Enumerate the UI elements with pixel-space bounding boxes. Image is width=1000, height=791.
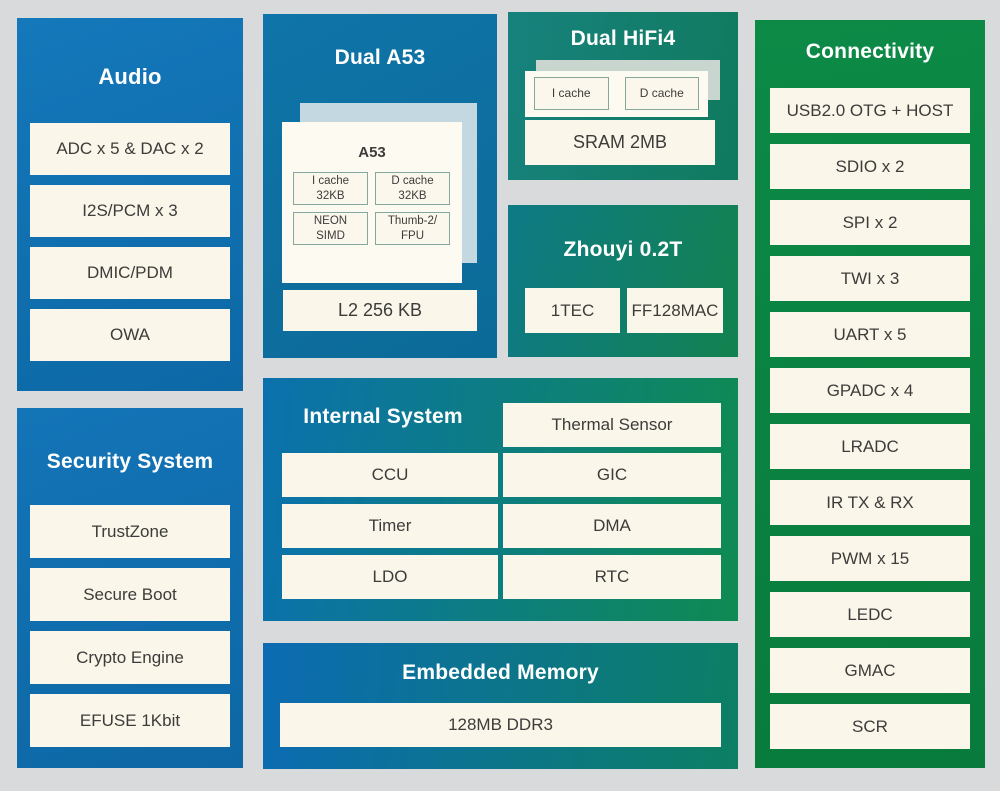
internal-system-title: Internal System <box>303 405 463 428</box>
internal-item: Timer <box>282 504 498 548</box>
dual-a53-block: Dual A53 A53 I cache 32KB D cache 32KB N… <box>263 14 497 358</box>
a53-core-label: A53 <box>358 144 386 161</box>
a53-core-features: I cache 32KB D cache 32KB NEON SIMD Thum… <box>293 172 451 245</box>
neon-line1: NEON <box>313 215 348 228</box>
dual-a53-title: Dual A53 <box>334 46 426 69</box>
internal-item: CCU <box>282 453 498 497</box>
security-item: TrustZone <box>30 505 230 558</box>
zhouyi-npu-block: Zhouyi 0.2T 1TEC FF128MAC <box>508 205 738 357</box>
connectivity-item: PWM x 15 <box>770 536 970 581</box>
connectivity-block: Connectivity USB2.0 OTG + HOST SDIO x 2 … <box>755 20 985 768</box>
a53-dcache-box: D cache 32KB <box>375 172 450 205</box>
embedded-memory-title: Embedded Memory <box>402 661 599 684</box>
security-item: EFUSE 1Kbit <box>30 694 230 747</box>
connectivity-item: TWI x 3 <box>770 256 970 301</box>
embedded-memory-block: Embedded Memory 128MB DDR3 <box>263 643 738 769</box>
internal-system-block: Internal System Thermal Sensor CCU Timer… <box>263 378 738 621</box>
internal-item: RTC <box>503 555 721 599</box>
internal-left-column: CCU Timer LDO <box>282 453 498 599</box>
dual-hifi4-title: Dual HiFi4 <box>570 27 676 50</box>
hifi4-icache-box: I cache <box>534 77 609 110</box>
connectivity-item: SDIO x 2 <box>770 144 970 189</box>
a53-thumb-fpu-box: Thumb-2/ FPU <box>375 212 450 245</box>
zhouyi-title: Zhouyi 0.2T <box>563 238 683 261</box>
connectivity-item: IR TX & RX <box>770 480 970 525</box>
internal-item: LDO <box>282 555 498 599</box>
connectivity-item: SPI x 2 <box>770 200 970 245</box>
hifi4-sram: SRAM 2MB <box>525 120 715 165</box>
icache-line2: 32KB <box>316 189 345 202</box>
security-items: TrustZone Secure Boot Crypto Engine EFUS… <box>30 505 230 747</box>
connectivity-title: Connectivity <box>805 40 935 63</box>
audio-item: I2S/PCM x 3 <box>30 185 230 237</box>
audio-items: ADC x 5 & DAC x 2 I2S/PCM x 3 DMIC/PDM O… <box>30 123 230 361</box>
dcache-line1: D cache <box>391 175 434 188</box>
hifi4-caches: I cache D cache <box>534 77 699 110</box>
hifi4-dcache-box: D cache <box>624 77 699 110</box>
ddr-box: 128MB DDR3 <box>280 703 721 747</box>
icache-line1: I cache <box>311 175 350 188</box>
connectivity-item: GMAC <box>770 648 970 693</box>
audio-block: Audio ADC x 5 & DAC x 2 I2S/PCM x 3 DMIC… <box>17 18 243 391</box>
connectivity-item: SCR <box>770 704 970 749</box>
a53-l2-cache: L2 256 KB <box>283 290 477 331</box>
security-system-block: Security System TrustZone Secure Boot Cr… <box>17 408 243 768</box>
internal-right-column: GIC DMA RTC <box>503 453 721 599</box>
connectivity-item: GPADC x 4 <box>770 368 970 413</box>
thermal-sensor-box: Thermal Sensor <box>503 403 721 447</box>
dual-hifi4-block: Dual HiFi4 I cache D cache SRAM 2MB <box>508 12 738 180</box>
a53-icache-box: I cache 32KB <box>293 172 368 205</box>
zhouyi-mac-box: FF128MAC <box>627 288 723 333</box>
zhouyi-tec-box: 1TEC <box>525 288 620 333</box>
thumb-line2: FPU <box>401 229 424 242</box>
connectivity-item: LEDC <box>770 592 970 637</box>
security-item: Crypto Engine <box>30 631 230 684</box>
connectivity-items: USB2.0 OTG + HOST SDIO x 2 SPI x 2 TWI x… <box>770 88 970 749</box>
thumb-line1: Thumb-2/ <box>387 215 438 228</box>
neon-line2: SIMD <box>316 229 345 242</box>
audio-item: ADC x 5 & DAC x 2 <box>30 123 230 175</box>
connectivity-item: USB2.0 OTG + HOST <box>770 88 970 133</box>
security-title: Security System <box>46 450 214 473</box>
internal-item: GIC <box>503 453 721 497</box>
audio-title: Audio <box>98 64 162 89</box>
internal-item: DMA <box>503 504 721 548</box>
a53-core-card: A53 I cache 32KB D cache 32KB NEON SIMD … <box>282 122 462 283</box>
a53-neon-box: NEON SIMD <box>293 212 368 245</box>
hifi4-core-card: I cache D cache <box>525 71 708 117</box>
security-item: Secure Boot <box>30 568 230 621</box>
connectivity-item: UART x 5 <box>770 312 970 357</box>
audio-item: DMIC/PDM <box>30 247 230 299</box>
audio-item: OWA <box>30 309 230 361</box>
dcache-line2: 32KB <box>398 189 427 202</box>
connectivity-item: LRADC <box>770 424 970 469</box>
